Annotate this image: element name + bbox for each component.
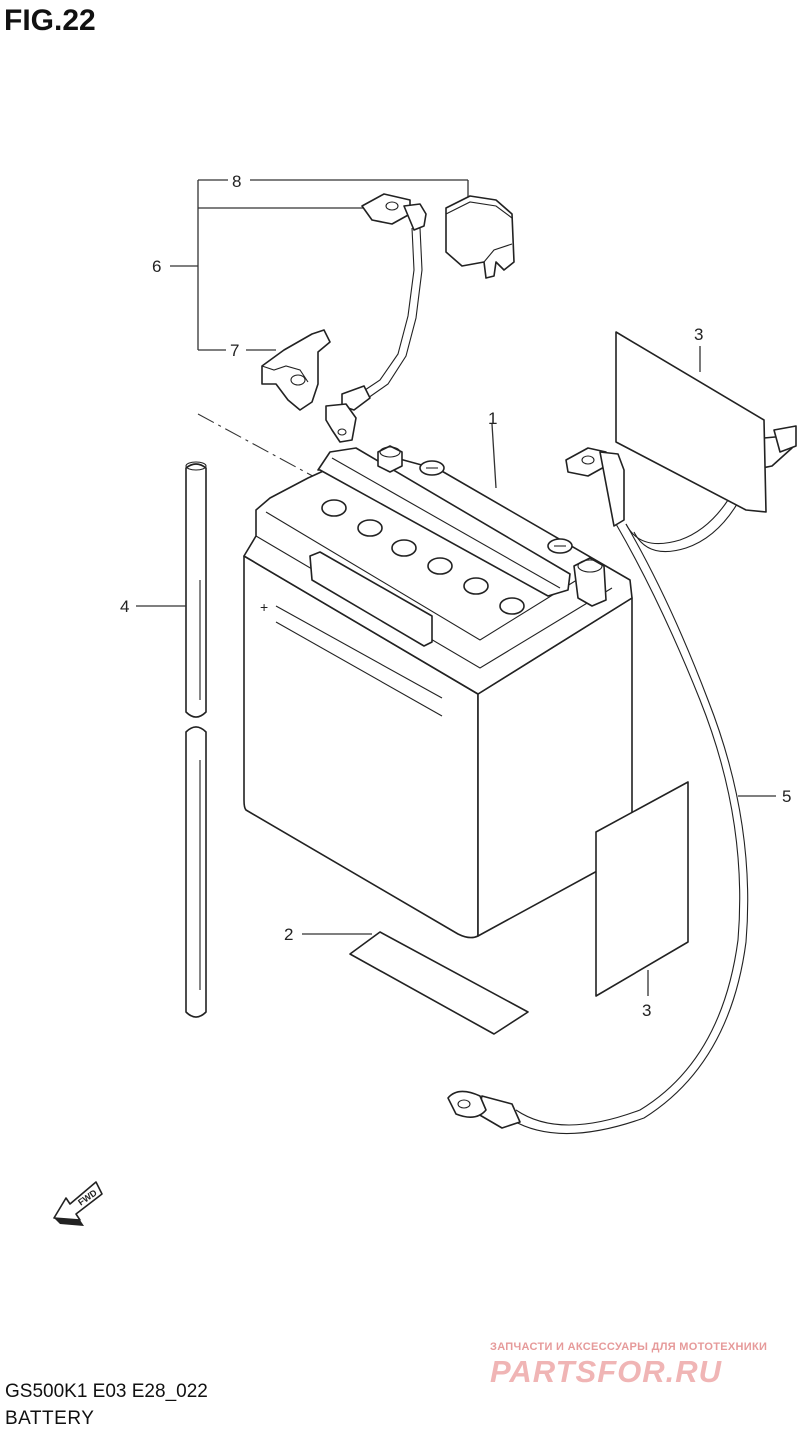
terminal-cover-part-7 <box>261 329 331 411</box>
positive-lead-part-6 <box>325 193 427 443</box>
callout-2: 2 <box>284 925 293 944</box>
breather-tube-part-4 <box>136 461 207 1018</box>
negative-lead-part-5 <box>447 447 776 1135</box>
callout-3-upper: 3 <box>694 325 703 344</box>
callout-3-lower: 3 <box>642 1001 651 1020</box>
callout-6: 6 <box>152 257 161 276</box>
battery-part-1: + <box>243 423 633 939</box>
alignment-line <box>197 413 321 481</box>
callout-8: 8 <box>232 172 241 191</box>
callout-7: 7 <box>230 341 239 360</box>
svg-text:+: + <box>260 599 268 615</box>
figure-title: FIG.22 <box>4 4 96 37</box>
callout-5: 5 <box>782 787 791 806</box>
section-name: BATTERY <box>5 1408 95 1429</box>
watermark-site[interactable]: PARTSFOR.RU <box>490 1354 723 1389</box>
insulator-plate-part-3-upper <box>615 331 767 513</box>
callout-1: 1 <box>488 409 497 428</box>
watermark-tagline: ЗАПЧАСТИ И АКСЕССУАРЫ ДЛЯ МОТОТЕХНИКИ <box>490 1341 768 1353</box>
callout-bracket-6-7-8 <box>170 179 469 351</box>
insulator-plate-part-3-lower <box>595 781 689 997</box>
callout-4: 4 <box>120 597 129 616</box>
battery-pad-part-2 <box>302 931 529 1035</box>
terminal-cover-part-8 <box>445 195 515 279</box>
forward-direction-arrow-icon: FWD <box>53 1181 103 1226</box>
model-code: GS500K1 E03 E28_022 <box>5 1381 208 1402</box>
